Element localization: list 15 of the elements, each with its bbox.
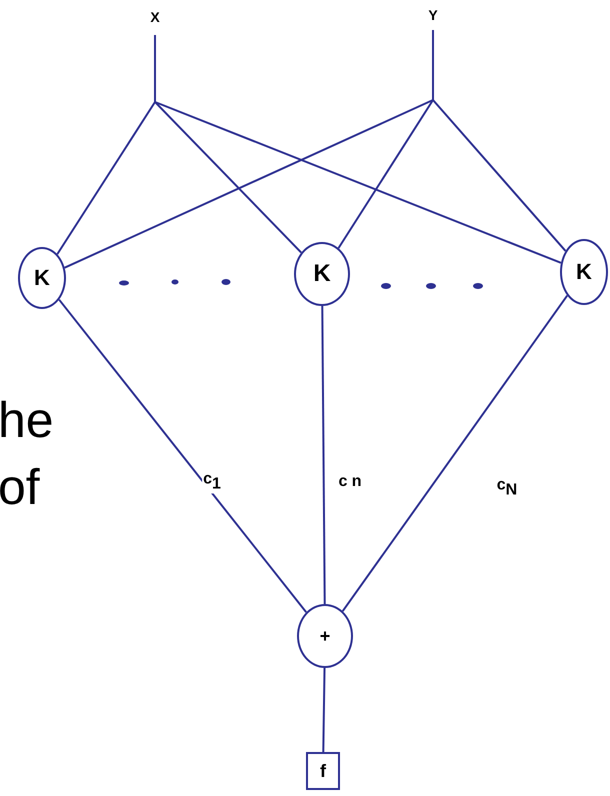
connector-line bbox=[342, 295, 568, 612]
node-circle: K bbox=[294, 242, 350, 306]
output-box: f bbox=[306, 752, 340, 790]
connector-line bbox=[58, 299, 308, 613]
input-label: Y bbox=[423, 5, 443, 25]
connector-line bbox=[432, 30, 566, 252]
node-circle: K bbox=[560, 239, 608, 305]
connector-line bbox=[321, 306, 326, 604]
connector-line bbox=[322, 668, 326, 752]
node-circle: + bbox=[297, 604, 353, 668]
node-circle: K bbox=[18, 247, 66, 309]
cut-off-text: he bbox=[0, 393, 54, 448]
input-label: X bbox=[145, 7, 165, 27]
cut-off-text: of bbox=[0, 460, 40, 515]
connector-line bbox=[154, 35, 562, 264]
